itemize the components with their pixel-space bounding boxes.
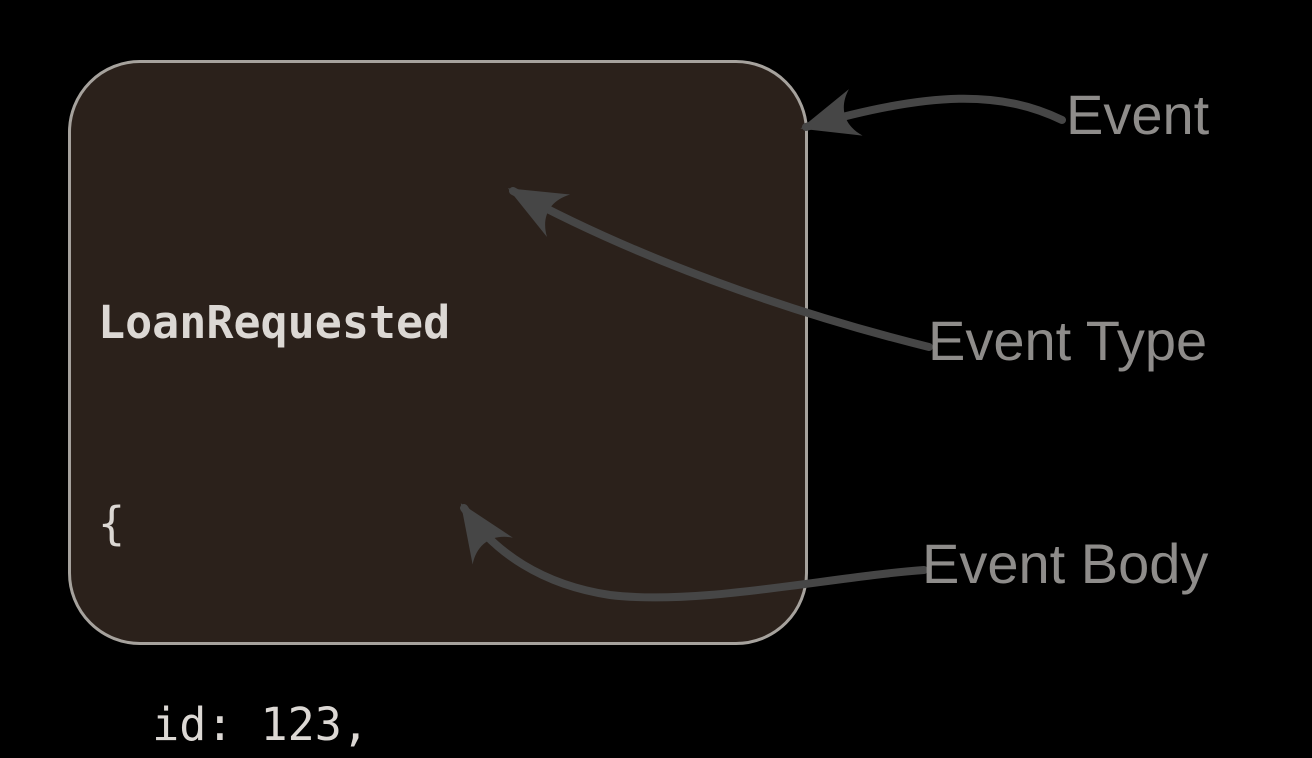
event-body-id-line: id: 123, xyxy=(98,698,369,751)
event-arrow xyxy=(800,89,1066,136)
event-label: Event xyxy=(1066,83,1210,146)
event-code-block: LoanRequested { id: 123, amount: 100, bo… xyxy=(98,155,721,758)
event-body-label: Event Body xyxy=(922,532,1209,595)
event-type-label: Event Type xyxy=(928,309,1208,372)
event-type-code-line: LoanRequested xyxy=(98,296,451,349)
event-body-open-brace: { xyxy=(98,497,126,550)
event-card: LoanRequested { id: 123, amount: 100, bo… xyxy=(68,60,808,751)
